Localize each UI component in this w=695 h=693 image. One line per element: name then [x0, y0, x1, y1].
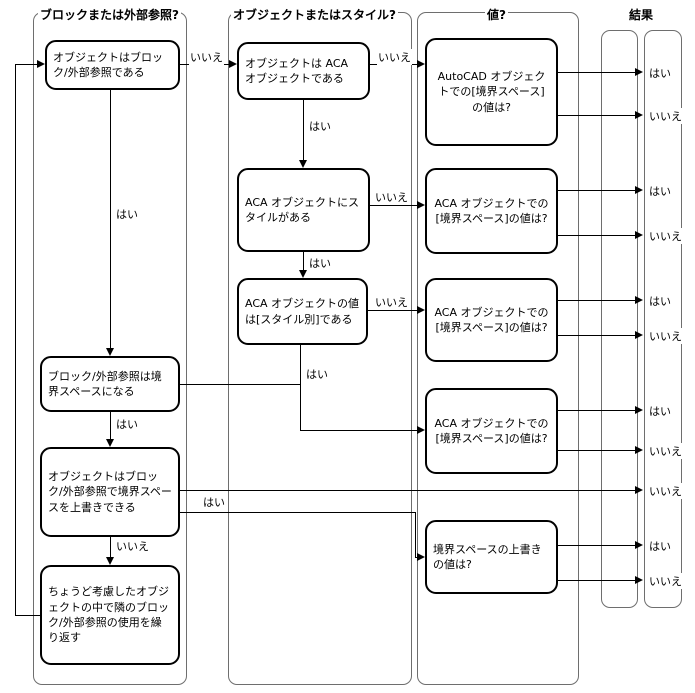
node-block-xref-bounds-space: ブロック/外部参照は境界スペースになる	[40, 356, 180, 412]
node-repeat-next-block-xref: ちょうど考慮したオブジェクトの中で隣のブロック/外部参照の使用を繰り返す	[40, 565, 180, 665]
arrowhead	[106, 348, 114, 356]
connector-line-loop	[15, 64, 37, 65]
result-label-no: いいえ	[648, 573, 683, 589]
connector-line	[110, 412, 111, 440]
result-lane-1	[601, 30, 638, 608]
edge-label-no: いいえ	[374, 294, 409, 310]
connector-line	[415, 557, 418, 558]
result-lane-2	[644, 30, 682, 608]
connector-line	[300, 345, 301, 431]
arrowhead	[635, 296, 643, 304]
connector-line	[303, 100, 304, 161]
arrowhead	[417, 426, 425, 434]
node-object-is-block-xref: オブジェクトはブロック/外部参照である	[45, 40, 180, 90]
result-label-no: いいえ	[648, 228, 683, 244]
arrowhead	[635, 186, 643, 194]
result-label-yes: はい	[648, 65, 672, 81]
connector-line-loop	[15, 64, 16, 615]
arrowhead	[417, 60, 425, 68]
column-header-block-or-xref: ブロックまたは外部参照?	[38, 6, 181, 23]
node-value-aca-object-1: ACA オブジェクトでの[境界スペース]の値は?	[425, 168, 558, 254]
connector-line	[180, 512, 416, 513]
result-label-no: いいえ	[648, 328, 683, 344]
connector-line	[370, 205, 417, 206]
connector-line	[368, 310, 417, 311]
edge-label-no: いいえ	[377, 49, 412, 65]
connector-line	[558, 300, 635, 301]
arrowhead	[635, 406, 643, 414]
arrowhead	[635, 231, 643, 239]
node-aca-value-by-style: ACA オブジェクトの値は[スタイル別]である	[237, 278, 368, 345]
edge-label-yes: はい	[115, 416, 139, 432]
result-label-no: いいえ	[648, 108, 683, 124]
arrowhead	[299, 160, 307, 168]
column-header-value: 値?	[485, 6, 508, 23]
connector-line	[558, 545, 635, 546]
node-object-can-override: オブジェクトはブロック/外部参照で境界スペースを上書きできる	[40, 447, 180, 537]
edge-label-yes: はい	[308, 255, 332, 271]
column-header-object-or-style: オブジェクトまたはスタイル?	[231, 6, 398, 23]
result-label-yes: はい	[648, 293, 672, 309]
connector-line	[558, 335, 635, 336]
arrowhead	[106, 439, 114, 447]
result-label-yes: はい	[648, 183, 672, 199]
arrowhead	[229, 60, 237, 68]
connector-line	[180, 490, 635, 491]
connector-line	[558, 72, 635, 73]
edge-label-yes: はい	[305, 366, 329, 382]
connector-line-loop	[15, 615, 40, 616]
arrowhead	[635, 486, 643, 494]
node-aca-has-style: ACA オブジェクトにスタイルがある	[237, 168, 370, 252]
result-label-no: いいえ	[648, 483, 683, 499]
arrowhead	[635, 68, 643, 76]
arrowhead	[417, 553, 425, 561]
result-label-yes: はい	[648, 538, 672, 554]
node-value-autocad-object: AutoCAD オブジェクトでの[境界スペース]の値は?	[425, 38, 558, 146]
connector-line	[110, 537, 111, 558]
connector-line	[110, 90, 111, 349]
arrowhead	[635, 111, 643, 119]
arrowhead	[299, 270, 307, 278]
result-label-yes: はい	[648, 403, 672, 419]
arrowhead	[106, 557, 114, 565]
connector-line	[558, 450, 635, 451]
arrowhead	[417, 306, 425, 314]
connector-line	[303, 252, 304, 272]
arrowhead	[635, 576, 643, 584]
connector-line	[558, 115, 635, 116]
node-value-boundary-override: 境界スペースの上書きの値は?	[425, 520, 558, 594]
connector-line	[558, 190, 635, 191]
node-value-aca-object-2: ACA オブジェクトでの[境界スペース]の値は?	[425, 278, 558, 362]
connector-line	[558, 235, 635, 236]
column-header-result: 結果	[627, 6, 656, 23]
connector-line	[300, 430, 417, 431]
node-object-is-aca: オブジェクトは ACA オブジェクトである	[237, 42, 370, 100]
connector-line	[415, 512, 416, 557]
column-object-or-style	[228, 12, 412, 685]
connector-line	[558, 410, 635, 411]
edge-label-no: いいえ	[189, 49, 224, 65]
connector-line	[180, 384, 300, 385]
arrowhead	[635, 331, 643, 339]
connector-line	[558, 580, 635, 581]
result-label-no: いいえ	[648, 443, 683, 459]
node-value-aca-object-3: ACA オブジェクトでの[境界スペース]の値は?	[425, 388, 558, 474]
arrowhead	[37, 60, 45, 68]
edge-label-yes: はい	[115, 206, 139, 222]
arrowhead	[417, 201, 425, 209]
edge-label-yes: はい	[202, 494, 226, 510]
arrowhead	[635, 446, 643, 454]
edge-label-no: いいえ	[115, 538, 150, 554]
edge-label-yes: はい	[308, 118, 332, 134]
edge-label-no: いいえ	[374, 189, 409, 205]
arrowhead	[635, 541, 643, 549]
